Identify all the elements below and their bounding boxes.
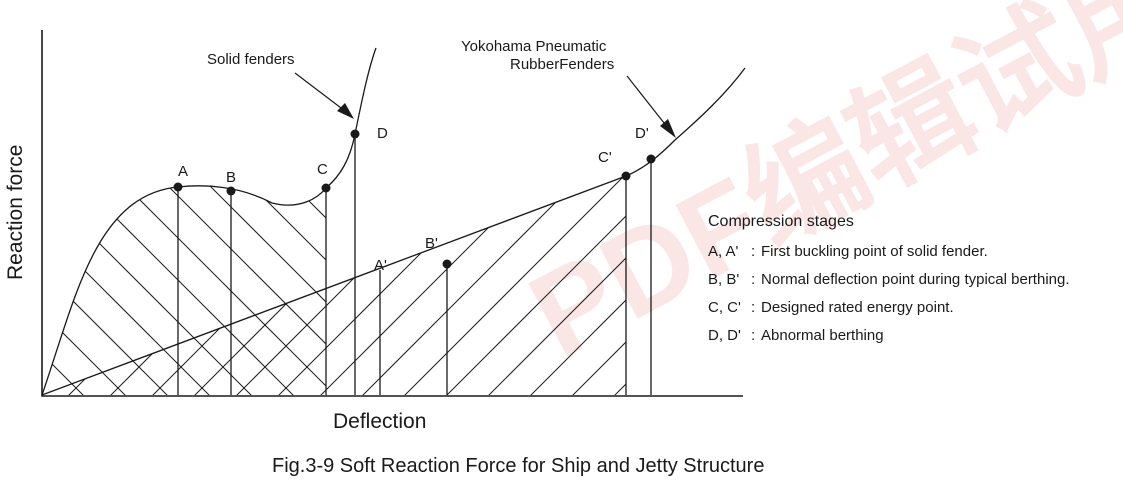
- point-c-marker: [321, 183, 331, 193]
- point-d-marker: [350, 129, 360, 139]
- legend-item-a: A, A' : First buckling point of solid fe…: [708, 243, 988, 260]
- solid-fenders-arrow-line: [294, 72, 346, 112]
- point-c-label: C: [317, 161, 328, 178]
- hatch-line: [571, 176, 626, 395]
- hatch-line: [330, 180, 546, 396]
- axes: [41, 30, 743, 397]
- pneumatic-label-line1: Yokohama Pneumatic: [461, 38, 607, 55]
- hatch-line: [403, 176, 626, 395]
- hatch-line: [529, 176, 626, 395]
- figure-caption: Fig.3-9 Soft Reaction Force for Ship and…: [272, 455, 764, 477]
- solid-fenders-arrowhead: [337, 103, 354, 119]
- hatch-line: [119, 185, 326, 395]
- point-a-prime-label: A': [374, 257, 387, 274]
- point-b-label: B: [226, 169, 236, 186]
- hatch-line: [203, 185, 326, 395]
- point-b-prime-marker: [442, 259, 452, 269]
- hatch-line: [161, 185, 326, 395]
- point-d-label: D: [377, 125, 388, 142]
- y-axis-label: Reaction force: [4, 145, 27, 280]
- legend-text: First buckling point of solid fender.: [761, 243, 988, 260]
- pneumatic-arrow-line: [626, 75, 669, 129]
- hatch-line: [319, 176, 547, 395]
- x-axis-label: Deflection: [333, 410, 426, 433]
- legend-item-c: C, C' : Designed rated energy point.: [708, 299, 954, 316]
- pneumatic-label-line2: RubberFenders: [510, 56, 614, 73]
- point-d-prime-label: D': [635, 125, 649, 142]
- point-d-prime-marker: [646, 154, 656, 164]
- legend-item-d: D, D' : Abnormal berthing: [708, 327, 884, 344]
- solid-fenders-label: Solid fenders: [207, 51, 295, 68]
- legend-key: A, A': [708, 243, 739, 260]
- point-b-marker: [226, 186, 236, 196]
- point-a-label: A: [178, 163, 188, 180]
- legend-separator: :: [751, 299, 755, 316]
- hatch-line: [42, 185, 127, 395]
- pneumatic-arrowhead: [660, 119, 676, 138]
- legend-title: Compression stages: [708, 213, 854, 230]
- legend-key: C, C': [708, 299, 741, 316]
- pneumatic-fender-curve: [41, 67, 746, 396]
- point-a-marker: [173, 182, 183, 192]
- hatch-line: [445, 176, 626, 395]
- legend-text: Designed rated energy point.: [761, 299, 954, 316]
- legend-key: B, B': [708, 271, 739, 288]
- legend-text: Abnormal berthing: [761, 327, 884, 344]
- hatch-line: [245, 185, 326, 395]
- legend-separator: :: [751, 271, 755, 288]
- hatch-line: [42, 185, 211, 395]
- point-b-prime-label: B': [425, 235, 438, 252]
- hatch-line: [42, 185, 253, 395]
- legend-key: D, D': [708, 327, 741, 344]
- hatch-line: [77, 185, 295, 395]
- hatch-line: [487, 176, 626, 395]
- legend-text: Normal deflection point during typical b…: [761, 271, 1070, 288]
- legend-separator: :: [751, 327, 755, 344]
- point-c-prime-label: C': [598, 149, 612, 166]
- point-c-prime-marker: [621, 171, 631, 181]
- legend-item-b: B, B' : Normal deflection point during t…: [708, 271, 1070, 288]
- hatch-line: [361, 176, 589, 395]
- legend-separator: :: [751, 243, 755, 260]
- hatch-line: [287, 185, 326, 395]
